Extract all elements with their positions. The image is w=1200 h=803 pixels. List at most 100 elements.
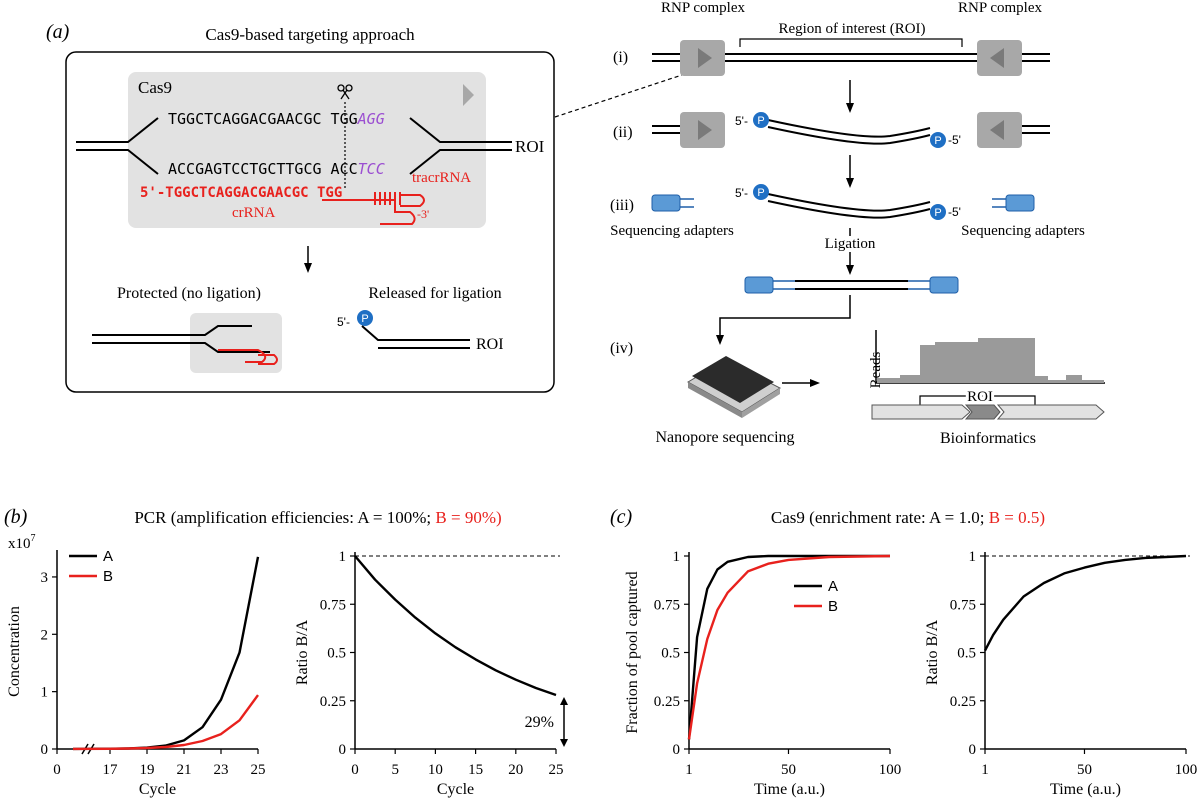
x-tick-label: 0 [351,762,359,778]
step-ii-label: (ii) [613,124,633,141]
panel-b-exponent: x107 [8,533,36,552]
y-tick-label: 0.5 [957,646,976,662]
y-tick-label: 3 [41,570,49,586]
top-strand-seq: TGGCTCAGGACGAACGC TGGAGG [168,110,385,128]
step-iii-five-prime: 5'- [735,186,748,200]
legend-label: A [103,548,113,565]
step-iii-p-right: P [934,207,941,219]
step-ii-p-left: P [757,115,764,127]
y-tick-label: 0 [339,742,347,758]
x-tick-label: 100 [879,762,902,778]
step-ii-five-prime: 5'- [735,114,748,128]
dna-left-bottom [76,149,159,175]
nanopore-device-icon [686,356,782,418]
cas9-gray-box [128,72,486,228]
step-ii-right-triangle [990,120,1004,140]
roi-bracket [739,38,963,47]
panel-a-title: Cas9-based targeting approach [205,25,415,44]
phosphate-icon [357,310,373,326]
step-iv-label: (iv) [610,340,633,357]
dna-right-top [409,117,512,143]
roi-header: Region of interest (ROI) [778,21,925,37]
panel-a-connector [554,67,704,118]
annotation-arrowhead-up [560,696,568,705]
workflow: RNP complex RNP complex Region of intere… [610,0,1105,447]
y-axis-label: Concentration [6,606,23,697]
panel-b: (b) PCR (amplification efficiencies: A =… [4,506,502,552]
x-axis-label: Time (a.u.) [754,781,825,798]
step-ii-minus-five: -5' [948,133,961,147]
gene-track [871,404,1105,420]
bioinformatics-label: Bioinformatics [940,430,1036,447]
protected-gray-box [190,313,282,373]
y-tick-label: 0.5 [661,646,680,662]
annotation-label: 29% [525,714,554,731]
step-ii-p-right: P [934,135,941,147]
crrna-label: crRNA [232,205,275,221]
adapter-right-icon [1005,194,1035,212]
protected-dna [92,325,270,353]
y-tick-label: 0 [969,742,977,758]
y-tick-label: 0.25 [654,694,680,710]
ligated-adapter-right [929,276,959,294]
step-iii-phosphate-left [753,184,769,200]
y-tick-label: 1 [673,549,681,565]
x-tick-label: 23 [214,762,229,778]
x-axis-label: Time (a.u.) [1050,781,1121,798]
x-tick-label: 25 [549,762,564,778]
protected-rna [218,349,278,365]
panel-a-frame [65,51,555,393]
ligated-dna [773,280,930,290]
y-tick-label: 0.25 [950,694,976,710]
step-i-label: (i) [613,49,628,66]
nanopore-label: Nanopore sequencing [655,429,794,446]
y-tick-label: 2 [41,627,49,643]
roi-small-label: ROI [967,389,993,405]
series-line-B [72,694,259,751]
released-dna [361,325,470,349]
x-axis-label: Cycle [437,781,474,798]
x-tick-label: 0 [53,762,61,778]
y-axis-label: Ratio B/A [294,619,311,685]
adapter-left-tail [680,198,694,208]
three-prime-label: -3' [417,207,429,221]
y-tick-label: 0 [41,742,49,758]
tracrrna-hairpin [322,192,425,225]
tracrrna-label: tracrRNA [412,170,471,186]
panel-c-title: Cas9 (enrichment rate: A = 1.0; B = 0.5) [771,508,1045,527]
dna-right-bottom [409,149,512,175]
legend-label: B [103,568,113,585]
x-tick-label: 15 [468,762,483,778]
series-line-B [687,554,891,740]
step-iii-label: (iii) [610,197,634,214]
ligation-label: Ligation [825,236,876,252]
adapters-right-label: Sequencing adapters [961,223,1085,239]
protected-label: Protected (no ligation) [117,285,261,302]
rnp-right-label: RNP complex [958,0,1043,16]
series-line-A [72,556,260,751]
panel-c-label: (c) [610,506,633,528]
x-tick-label: 17 [103,762,119,778]
legend-label: A [828,578,838,595]
released-roi: ROI [476,336,504,353]
ligated-dna-core [795,280,908,290]
scissors-icon [337,84,353,100]
annotation-arrowhead-down [560,739,568,747]
legend-label: B [828,598,838,615]
rnp-right-triangle [990,48,1004,68]
y-tick-label: 0.75 [654,597,680,613]
step-ii-phosphate-right [930,132,946,148]
series-line-0 [354,555,557,697]
phosphate-label: P [361,313,368,325]
step-ii-roi-dna [767,119,931,145]
x-tick-label: 19 [140,762,155,778]
series-line-A [687,554,890,740]
panel-b-label: (b) [4,506,28,528]
adapter-right-tail [992,198,1006,208]
panel-c: (c) Cas9 (enrichment rate: A = 1.0; B = … [610,506,1045,528]
rnp-left-triangle [698,48,712,68]
